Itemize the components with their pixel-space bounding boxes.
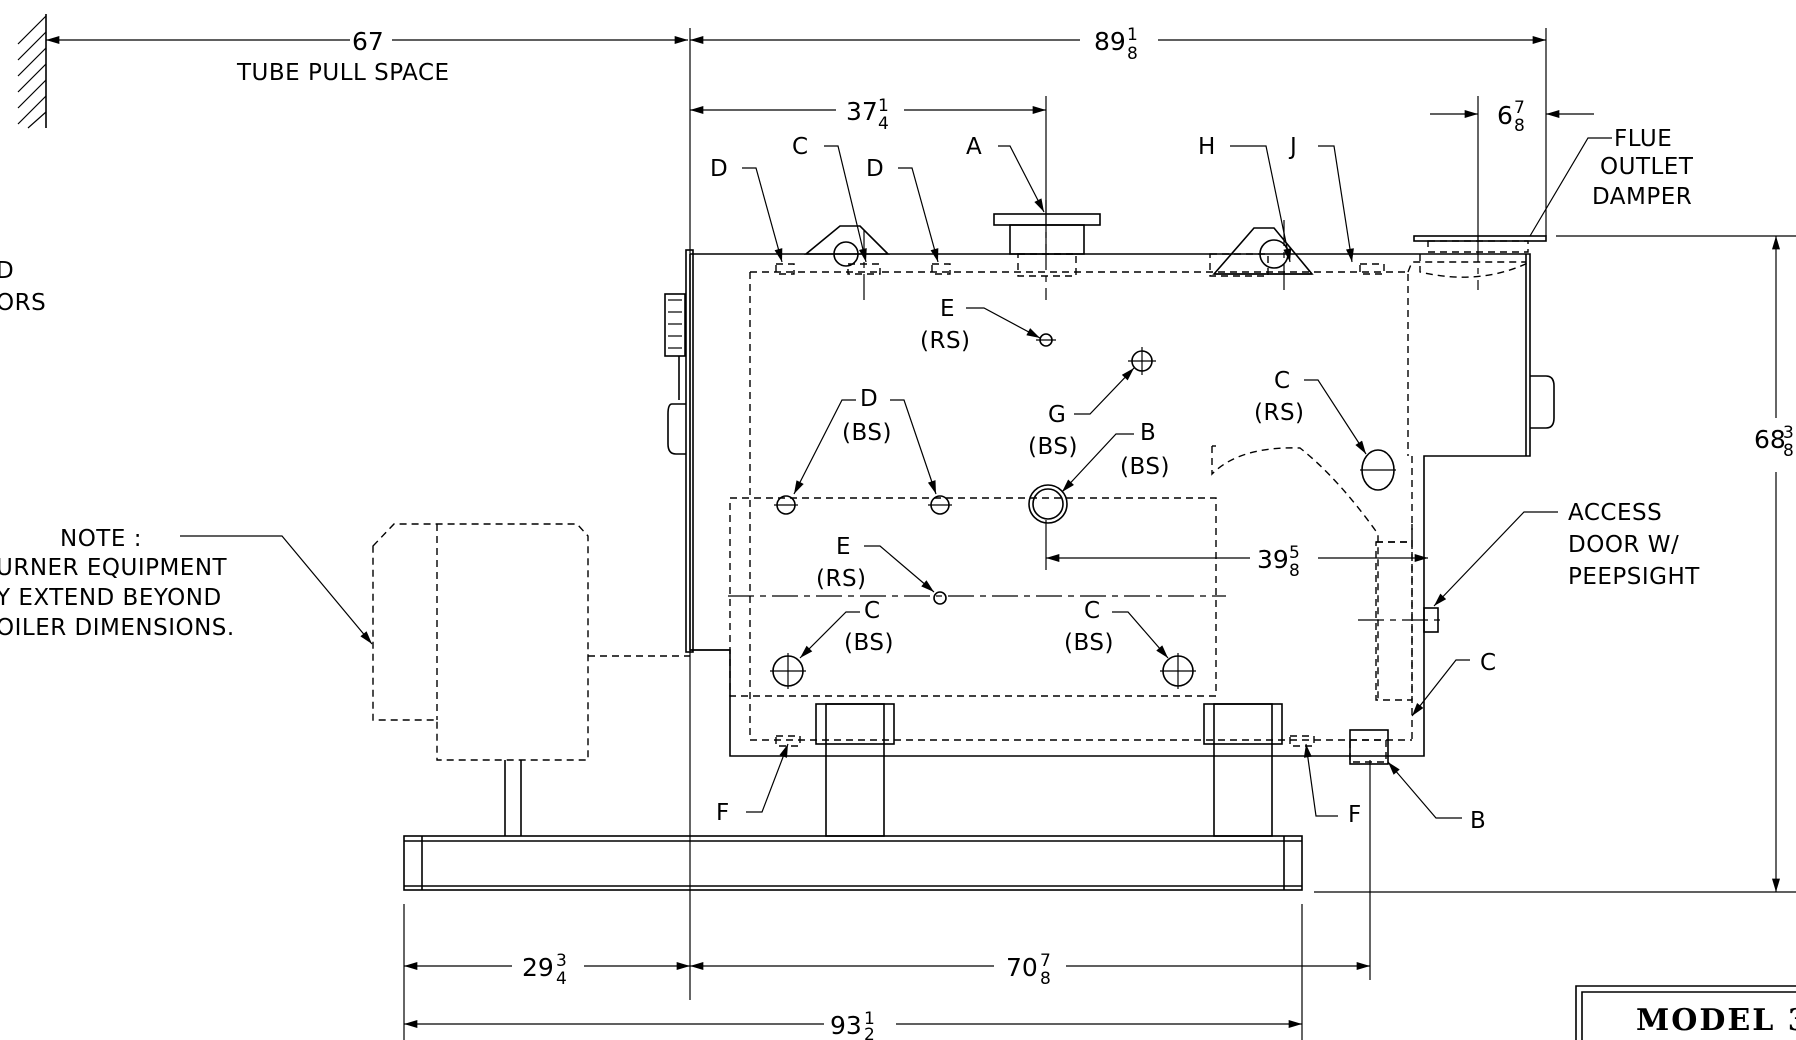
svg-text:C: C <box>864 598 881 624</box>
svg-text:2: 2 <box>864 1025 875 1040</box>
svg-text:A: A <box>966 134 982 160</box>
svg-text:B: B <box>1470 808 1486 834</box>
dim-tube-pull-value: 67 <box>352 27 384 56</box>
svg-text:B: B <box>1140 420 1156 446</box>
svg-text:8: 8 <box>1514 116 1525 136</box>
svg-text:OUTLET: OUTLET <box>1600 154 1694 180</box>
dim-overall-top: 89 1 8 <box>689 25 1546 64</box>
svg-text:39: 39 <box>1257 545 1289 574</box>
dim-overall-top-whole: 89 <box>1094 27 1126 56</box>
svg-text:C: C <box>1084 598 1101 624</box>
svg-text:(RS): (RS) <box>1254 400 1305 426</box>
svg-text:8: 8 <box>1040 969 1051 989</box>
tube-pull-label: TUBE PULL SPACE <box>236 60 450 86</box>
burner-assembly <box>372 523 690 836</box>
svg-text:37: 37 <box>846 97 878 126</box>
svg-text:D: D <box>710 156 728 182</box>
svg-text:93: 93 <box>830 1011 862 1040</box>
boiler-base <box>403 703 1303 891</box>
svg-text:DOOR W/: DOOR W/ <box>1568 532 1679 558</box>
svg-text:G: G <box>1048 402 1066 428</box>
svg-text:Y EXTEND BEYOND: Y EXTEND BEYOND <box>0 585 222 611</box>
dim-flue: 6 7 8 <box>1430 96 1594 240</box>
internal-dashed <box>729 253 1526 765</box>
svg-text:H: H <box>1198 134 1216 160</box>
callouts: D C D A H J E (RS) G (BS) B (BS) C (RS) … <box>710 134 1700 834</box>
svg-text:6: 6 <box>1497 101 1513 130</box>
dim-mid: 39 5 8 <box>1046 543 1428 581</box>
svg-text:E: E <box>836 534 851 560</box>
flue-outlet-callout: FLUE OUTLET DAMPER <box>1529 126 1694 237</box>
svg-text:4: 4 <box>878 114 889 134</box>
svg-text:(RS): (RS) <box>920 328 971 354</box>
svg-text:C: C <box>1480 650 1497 676</box>
svg-text:C: C <box>1274 368 1291 394</box>
svg-text:8: 8 <box>1289 561 1300 581</box>
title-block: MODEL 3 <box>1575 985 1796 1040</box>
svg-text:(BS): (BS) <box>844 630 894 656</box>
centerlines <box>728 200 1479 621</box>
svg-text:4: 4 <box>556 969 567 989</box>
dim-top-left: 37 1 4 <box>689 96 1047 250</box>
svg-text:1: 1 <box>878 96 889 116</box>
svg-text:7: 7 <box>1040 951 1051 971</box>
svg-text:F: F <box>716 800 730 826</box>
svg-text:1: 1 <box>1127 25 1138 45</box>
svg-text:(BS): (BS) <box>842 420 892 446</box>
cut-text-1: D <box>0 258 14 284</box>
svg-text:7: 7 <box>1514 98 1525 118</box>
svg-text:PEEPSIGHT: PEEPSIGHT <box>1568 564 1700 590</box>
dim-bottom-overall: 93 1 2 <box>404 1009 1302 1040</box>
dim-tube-pull: 67 TUBE PULL SPACE <box>46 27 689 86</box>
dim-bottom-mid: 70 7 8 <box>689 951 1370 989</box>
svg-text:3: 3 <box>1783 423 1794 443</box>
note-title: NOTE : <box>60 526 142 552</box>
svg-text:(BS): (BS) <box>1120 454 1170 480</box>
svg-text:URNER EQUIPMENT: URNER EQUIPMENT <box>0 555 228 581</box>
model-title: MODEL 3 <box>1636 1003 1796 1038</box>
cut-text-2: ORS <box>0 290 46 316</box>
svg-text:FLUE: FLUE <box>1614 126 1672 152</box>
svg-text:D: D <box>860 386 878 412</box>
svg-text:J: J <box>1288 134 1297 160</box>
svg-text:5: 5 <box>1289 543 1300 563</box>
svg-text:(RS): (RS) <box>816 566 867 592</box>
svg-text:68: 68 <box>1754 425 1786 454</box>
svg-text:29: 29 <box>522 953 554 982</box>
svg-text:F: F <box>1348 802 1362 828</box>
svg-text:C: C <box>792 134 809 160</box>
svg-text:D: D <box>866 156 884 182</box>
dim-height: 68 3 8 <box>1314 235 1796 893</box>
svg-text:8: 8 <box>1783 441 1794 461</box>
dim-bottom-left: 29 3 4 <box>404 951 691 989</box>
svg-text:(BS): (BS) <box>1028 434 1078 460</box>
boiler-shell <box>664 213 1555 757</box>
svg-text:3: 3 <box>556 951 567 971</box>
svg-text:(BS): (BS) <box>1064 630 1114 656</box>
svg-text:ACCESS: ACCESS <box>1568 500 1662 526</box>
svg-text:8: 8 <box>1127 44 1138 64</box>
wall-hatch <box>17 14 47 129</box>
svg-text:DAMPER: DAMPER <box>1592 184 1692 210</box>
svg-text:70: 70 <box>1006 953 1038 982</box>
fittings <box>770 263 1439 747</box>
note-block: NOTE : URNER EQUIPMENT Y EXTEND BEYOND O… <box>0 526 373 645</box>
svg-text:E: E <box>940 296 955 322</box>
svg-text:1: 1 <box>864 1009 875 1029</box>
svg-text:OILER DIMENSIONS.: OILER DIMENSIONS. <box>0 615 235 641</box>
